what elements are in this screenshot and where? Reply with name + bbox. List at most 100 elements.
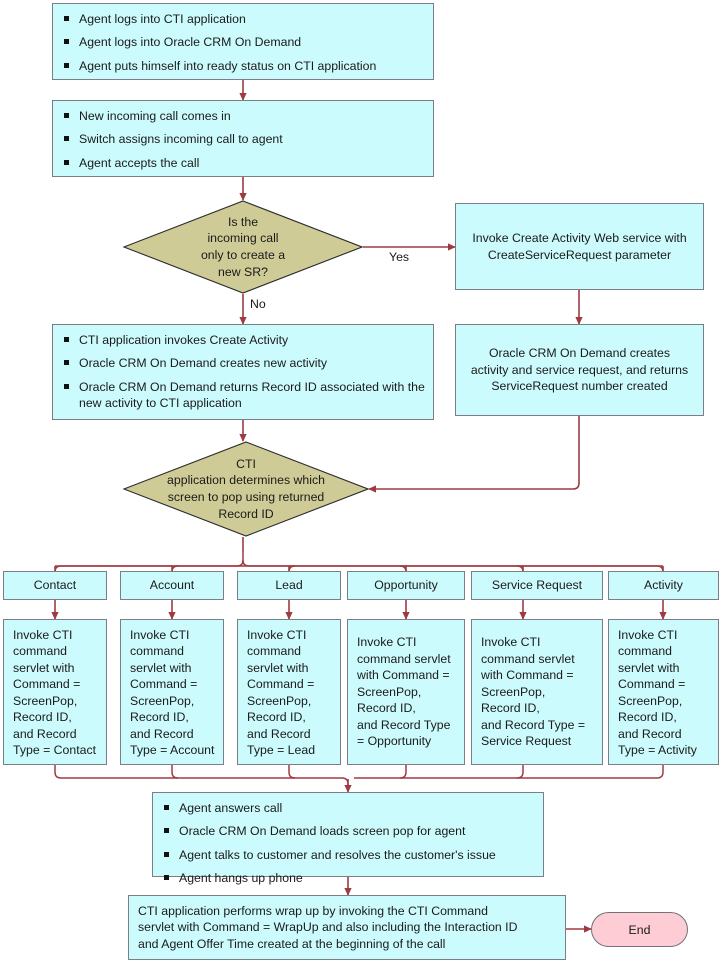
text-line: and Record Type = [481,717,586,732]
text-line: CreateServiceRequest parameter [487,247,672,262]
branch-header-service-request[interactable]: Service Request [471,571,603,600]
diamond-shape [123,200,363,294]
decision-which-screen-to-pop: CTI application determines which screen … [123,441,369,537]
decision-line: Record ID [218,506,274,521]
text-line: Command = [618,677,686,692]
text-line: Service Request [481,734,572,749]
text-line: Command = [247,677,315,692]
list-item: Oracle CRM On Demand creates new activit… [62,355,425,371]
list-item: Agent puts himself into ready status on … [62,58,425,74]
text-block: Invoke Create Activity Web service with … [472,230,686,263]
process-agent-login: Agent logs into CTI application Agent lo… [52,3,434,80]
branch-detail-contact: Invoke CTI command servlet with Command … [3,619,107,765]
process-invoke-create-activity-web-service: Invoke Create Activity Web service with … [455,203,704,290]
branch-header-label: Contact [33,578,77,593]
text-block: Oracle CRM On Demand creates activity an… [471,345,688,394]
process-crm-creates-activity-and-sr: Oracle CRM On Demand creates activity an… [455,324,704,416]
list-item: New incoming call comes in [62,108,425,124]
text-line: ScreenPop, [357,684,422,699]
decision-line: only to create a [200,248,286,262]
branch-header-account[interactable]: Account [120,571,224,600]
bullet-list: CTI application invokes Create Activity … [62,332,425,412]
text-line: Type = Contact [13,743,97,758]
text-line: with Command = [481,668,574,683]
text-line: command [618,644,672,659]
diamond-shape [123,441,369,537]
text-line: and Record [13,726,77,741]
text-line: ScreenPop, [13,693,78,708]
text-line: activity and service request, and return… [470,362,689,377]
list-item: Agent answers call [162,800,535,816]
branch-detail-opportunity: Invoke CTI command servlet with Command … [347,619,465,765]
text-line: command servlet [357,651,451,666]
text-line: Record ID, [618,710,677,725]
text-line: and Record Type [357,717,451,732]
text-block: Invoke CTI command servlet with Command … [13,627,98,759]
branch-detail-lead: Invoke CTI command servlet with Command … [237,619,341,765]
text-line: Invoke CTI [618,628,678,642]
bullet-list: New incoming call comes in Switch assign… [62,108,425,171]
text-line: Invoke CTI [13,628,73,642]
decision-line: screen to pop using returned [167,490,325,504]
list-item: CTI application invokes Create Activity [62,332,425,348]
branch-header-contact[interactable]: Contact [3,571,107,600]
text-line: Invoke Create Activity Web service with [472,231,687,246]
list-item: Agent hangs up phone [162,870,535,886]
text-line: servlet with [247,660,309,675]
process-cti-invokes-create-activity: CTI application invokes Create Activity … [52,324,434,420]
text-line: Invoke CTI [357,635,417,650]
text-line: ScreenPop, [481,684,546,699]
text-line: = Opportunity [357,734,432,749]
text-line: Type = Activity [618,743,697,758]
text-block: Invoke CTI command servlet with Command … [247,627,332,759]
text-block: Invoke CTI command servlet with Command … [618,627,710,759]
terminator-end: End [591,912,688,947]
text-block: Invoke CTI command servlet with Command … [130,627,215,759]
terminator-label: End [628,922,651,937]
process-incoming-call: New incoming call comes in Switch assign… [52,100,434,177]
text-block: CTI application performs wrap up by invo… [138,903,557,952]
text-line: Command = [130,677,198,692]
text-line: command [247,644,301,659]
text-block: Invoke CTI command servlet with Command … [481,634,585,749]
text-line: Record ID, [357,701,416,716]
list-item: Agent talks to customer and resolves the… [162,847,535,863]
edge-label-yes: Yes [389,250,410,264]
text-line: ServiceRequest number created [491,379,668,394]
branch-header-opportunity[interactable]: Opportunity [347,571,465,600]
bullet-list: Agent logs into CTI application Agent lo… [62,11,425,74]
decision-line: application determines which [167,473,325,488]
text-line: command [130,644,184,659]
decision-label: Is the incoming call only to create a ne… [123,200,363,294]
text-line: servlet with Command = WrapUp and also i… [138,920,518,935]
bullet-list: Agent answers call Oracle CRM On Demand … [162,800,535,887]
branch-header-label: Opportunity [374,578,438,593]
branch-header-label: Activity [644,578,683,593]
branch-header-lead[interactable]: Lead [237,571,341,600]
decision-line: CTI [236,456,256,471]
branch-header-label: Lead [275,578,303,593]
text-line: Oracle CRM On Demand creates [488,346,671,361]
branch-detail-account: Invoke CTI command servlet with Command … [120,619,224,765]
text-line: and Record [247,726,311,741]
list-item: Oracle CRM On Demand returns Record ID a… [62,379,425,412]
decision-line: new SR? [218,264,268,279]
decision-line: incoming call [207,231,279,246]
text-line: command [13,644,67,659]
list-item: Oracle CRM On Demand loads screen pop fo… [162,823,535,839]
edge-label-no: No [250,297,266,311]
branch-header-activity[interactable]: Activity [608,571,719,600]
text-block: Invoke CTI command servlet with Command … [357,634,451,749]
text-line: Type = Account [130,743,215,758]
text-line: Command = [13,677,81,692]
text-line: Record ID, [481,701,540,716]
list-item: Agent logs into Oracle CRM On Demand [62,34,425,50]
text-line: Record ID, [130,710,189,725]
text-line: Invoke CTI [481,635,541,650]
text-line: Record ID, [13,710,72,725]
text-line: and Record [130,726,194,741]
branch-header-label: Account [149,578,195,593]
text-line: servlet with [618,660,680,675]
text-line: Type = Lead [247,743,316,758]
